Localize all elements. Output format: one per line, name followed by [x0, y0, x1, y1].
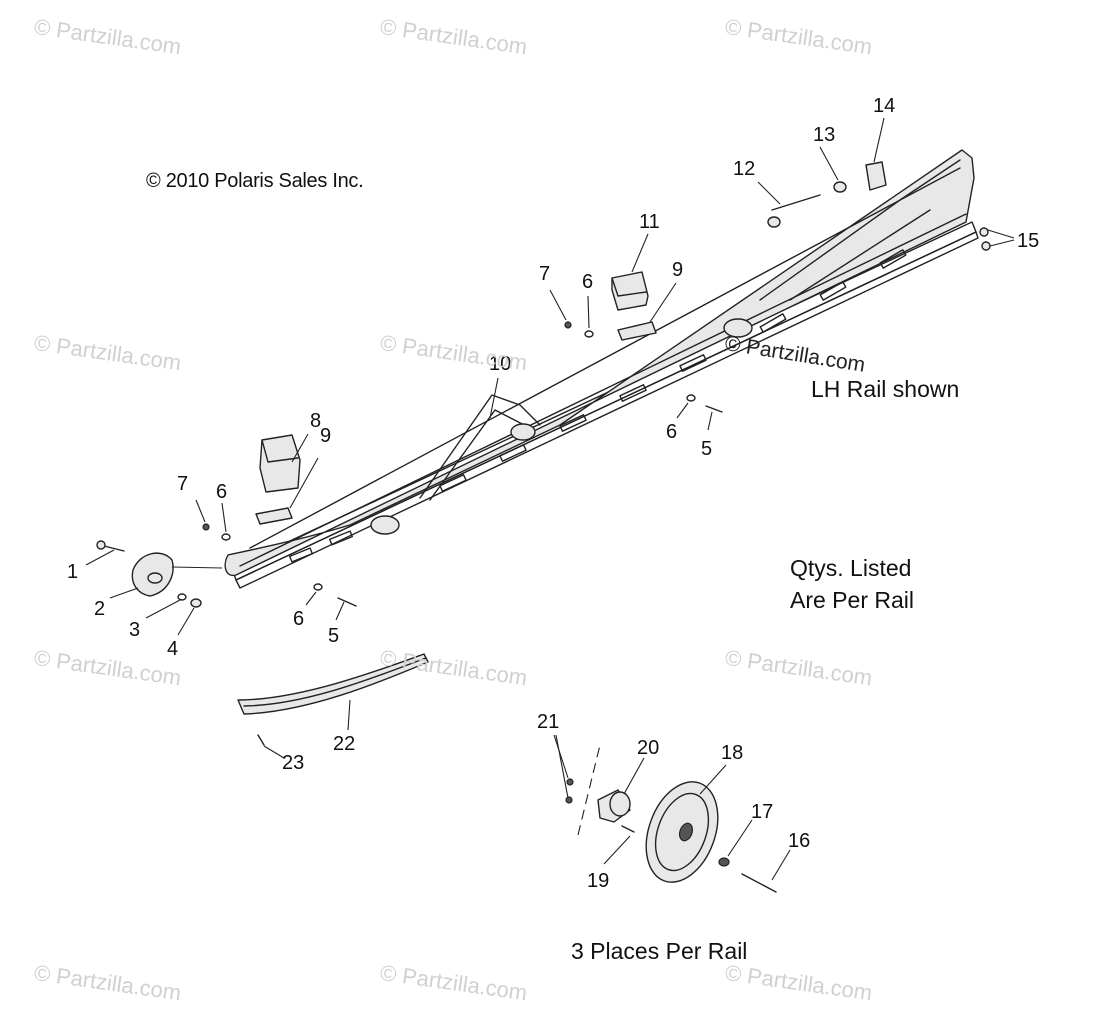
callout-17: 17	[751, 801, 773, 823]
nut-4	[190, 598, 202, 608]
lh-rail-note: LH Rail shown	[811, 376, 960, 402]
front-cap	[131, 552, 174, 597]
callout-19: 19	[587, 870, 609, 892]
callout-7-front: 7	[177, 473, 188, 495]
callout-4: 4	[167, 638, 178, 660]
callout-15: 15	[1017, 230, 1039, 252]
bolt-1	[96, 540, 125, 552]
callout-21: 21	[537, 711, 559, 733]
quantities-note-line2: Are Per Rail	[790, 587, 914, 613]
rail-assembly	[224, 149, 979, 589]
screw-23	[257, 734, 265, 746]
bracket-14	[865, 161, 887, 191]
callout-20: 20	[637, 737, 659, 759]
callout-23: 23	[282, 752, 304, 774]
callout-3: 3	[129, 619, 140, 641]
bolt-7-upper	[564, 321, 572, 329]
nut-13	[833, 181, 847, 193]
callout-11: 11	[639, 211, 660, 233]
wheel-assembly	[565, 744, 777, 893]
leader-lines	[85, 117, 1015, 881]
bolt-7-front	[202, 523, 210, 531]
callout-5-mid: 5	[701, 438, 712, 460]
block-8	[259, 434, 301, 493]
rail-cutouts	[288, 249, 907, 563]
callout-10: 10	[489, 353, 511, 375]
callout-22: 22	[333, 733, 355, 755]
slider-9-front	[255, 507, 293, 525]
callout-9-front: 9	[320, 425, 331, 447]
washer-6-upper	[584, 330, 594, 338]
callout-6-front: 6	[216, 481, 227, 503]
quantities-note-line1: Qtys. Listed	[790, 555, 912, 581]
callout-13: 13	[813, 124, 835, 146]
places-note: 3 Places Per Rail	[571, 938, 748, 964]
bolt-5-lower	[337, 597, 357, 607]
callout-5-lower: 5	[328, 625, 339, 647]
callout-9-upper: 9	[672, 259, 683, 281]
block-11	[611, 271, 649, 311]
washer-3	[177, 593, 187, 601]
callout-16: 16	[788, 830, 810, 852]
callout-14: 14	[873, 95, 895, 117]
callout-7-upper: 7	[539, 263, 550, 285]
bolt-5-mid	[705, 405, 723, 413]
callout-1: 1	[67, 561, 78, 583]
callout-6-upper: 6	[582, 271, 593, 293]
wear-strip-22	[237, 653, 429, 715]
callout-12: 12	[733, 158, 755, 180]
callout-6-mid: 6	[666, 421, 677, 443]
bolt-12	[767, 194, 821, 228]
callout-6-lower: 6	[293, 608, 304, 630]
callout-2: 2	[94, 598, 105, 620]
washer-6-lower	[313, 583, 323, 591]
washer-6-mid	[686, 394, 696, 402]
quantities-note: Qtys. Listed Are Per Rail	[790, 552, 914, 616]
slider-9-upper	[617, 321, 657, 341]
screws-15	[979, 227, 991, 251]
copyright-notice: © 2010 Polaris Sales Inc.	[146, 170, 364, 192]
callout-labels: 1 2 3 4 5 5 6 6 6 6 7 7 8 9 9 10 11 12 1…	[67, 95, 1039, 892]
washer-6-front	[221, 533, 231, 541]
callout-18: 18	[721, 742, 743, 764]
callout-8: 8	[310, 410, 321, 432]
